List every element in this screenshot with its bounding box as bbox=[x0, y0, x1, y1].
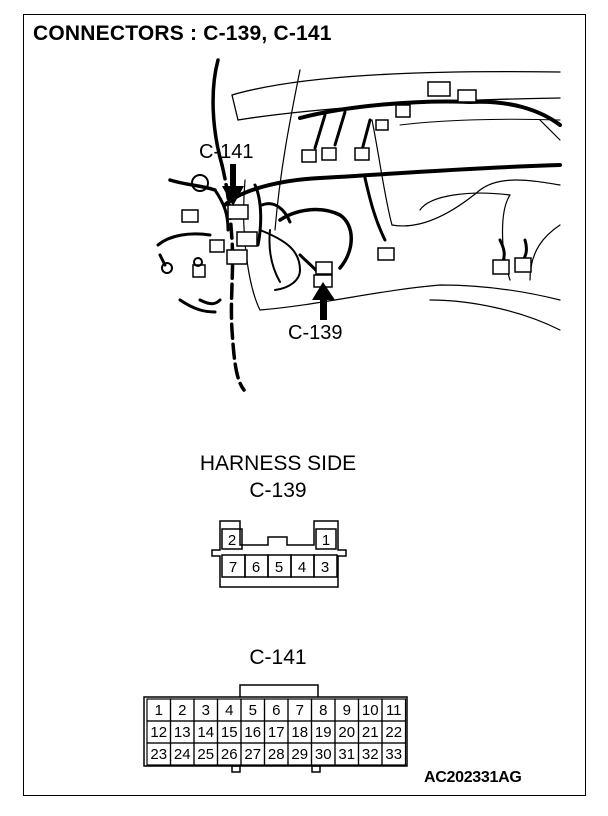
callout-c139-label: C-139 bbox=[288, 322, 343, 344]
page-title: CONNECTORS : C-139, C-141 bbox=[33, 22, 332, 45]
connector-c139-label: C-139 bbox=[249, 479, 307, 502]
callout-c141-label: C-141 bbox=[199, 141, 254, 163]
figure-code: AC202331AG bbox=[424, 769, 522, 786]
figure-frame bbox=[23, 14, 586, 796]
connector-c141-label: C-141 bbox=[249, 646, 307, 669]
harness-side-label: HARNESS SIDE bbox=[199, 452, 357, 475]
harness-illustration bbox=[156, 58, 562, 392]
